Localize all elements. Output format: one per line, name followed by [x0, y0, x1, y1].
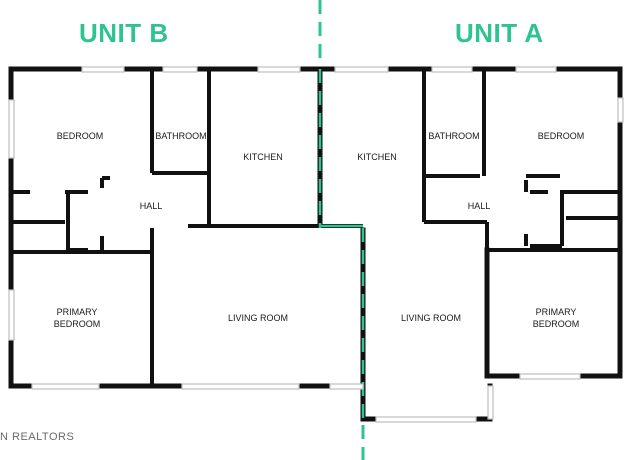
unit-a-title: UNIT A — [455, 18, 544, 48]
window — [519, 373, 581, 380]
room-label-b-hall: HALL — [139, 201, 163, 211]
window — [81, 66, 125, 73]
window — [375, 416, 477, 423]
window — [617, 97, 624, 123]
room-label-b-bedroom: BEDROOM — [56, 131, 104, 141]
room-label-b-primary-bedroom: PRIMARY BEDROOM — [53, 307, 101, 329]
window — [8, 99, 15, 159]
window — [329, 383, 364, 390]
window — [8, 289, 15, 341]
room-label-a-living-room: LIVING ROOM — [400, 313, 462, 323]
windows — [8, 66, 624, 423]
window — [257, 66, 301, 73]
window — [487, 385, 494, 420]
room-label-a-bathroom: BATHROOM — [428, 131, 480, 141]
room-label-a-hall: HALL — [467, 201, 491, 211]
room-label-b-living-room: LIVING ROOM — [227, 313, 289, 323]
room-label-b-bathroom: BATHROOM — [155, 131, 207, 141]
window — [162, 66, 198, 73]
window — [334, 66, 389, 73]
window — [31, 383, 100, 390]
shared-wall — [317, 69, 365, 419]
watermark: N REALTORS — [0, 431, 75, 443]
window — [181, 383, 300, 390]
room-label-a-primary-bedroom: PRIMARY BEDROOM — [532, 307, 580, 329]
room-label-a-bedroom: BEDROOM — [537, 131, 585, 141]
unit-b-title: UNIT B — [79, 18, 169, 48]
window — [431, 66, 473, 73]
room-label-b-kitchen: KITCHEN — [243, 152, 283, 162]
window — [515, 66, 557, 73]
room-label-a-kitchen: KITCHEN — [357, 152, 397, 162]
interior-walls — [11, 69, 620, 384]
